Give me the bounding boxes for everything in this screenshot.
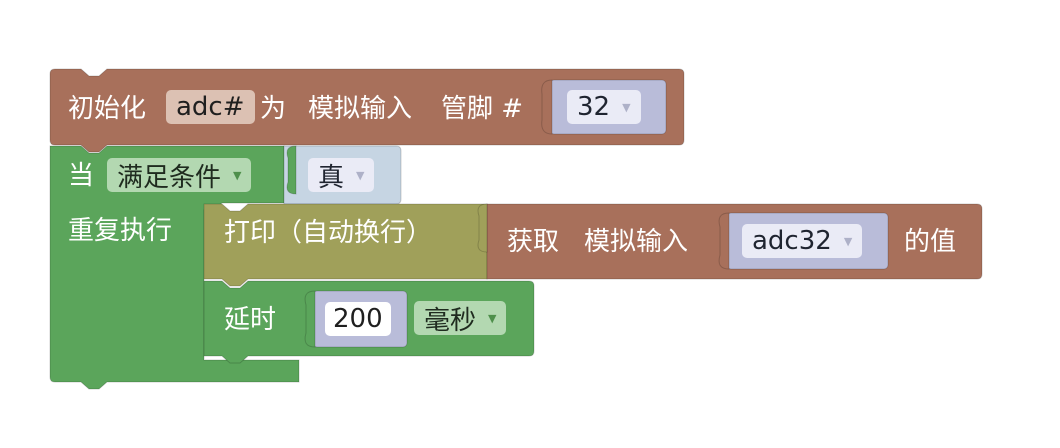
chevron-down-icon: ▼	[233, 168, 242, 182]
delay-label: 延时	[224, 305, 277, 335]
chevron-down-icon: ▼	[843, 234, 853, 248]
condition-socket-notch	[286, 145, 297, 195]
variable-dropdown[interactable]: adc32 ▼	[742, 224, 863, 258]
delay-value-input[interactable]: 200	[325, 302, 391, 336]
repeat-label: 重复执行	[68, 216, 173, 246]
num-socket-notch	[304, 290, 316, 348]
init-var-text: adc#	[176, 92, 245, 122]
delay-value-text: 200	[333, 304, 383, 334]
pin-socket-notch	[541, 79, 553, 135]
print-label: 打印（自动换行）	[224, 218, 433, 248]
chevron-down-icon: ▼	[356, 168, 365, 182]
var-socket-notch	[718, 212, 730, 270]
chevron-down-icon: ▼	[488, 311, 497, 325]
init-pin-label: 管脚 #	[441, 94, 524, 124]
while-when-label: 当	[68, 161, 95, 191]
pin-dropdown[interactable]: 32 ▼	[567, 90, 641, 124]
true-dropdown[interactable]: 真 ▼	[308, 158, 375, 193]
true-dropdown-value: 真	[318, 162, 345, 193]
condition-dropdown[interactable]: 满足条件 ▼	[107, 158, 252, 193]
init-block-body[interactable]	[49, 68, 685, 153]
variable-dropdown-value: adc32	[752, 226, 832, 256]
condition-dropdown-value: 满足条件	[117, 162, 222, 193]
time-unit-value: 毫秒	[424, 305, 477, 336]
init-as-label: 为	[260, 94, 287, 124]
pin-dropdown-value: 32	[577, 92, 611, 122]
init-label: 初始化	[68, 94, 147, 124]
init-mode-label: 模拟输入	[308, 94, 413, 124]
read-get-label: 获取	[507, 227, 560, 257]
chevron-down-icon: ▼	[622, 100, 631, 114]
print-socket-notch	[477, 203, 488, 253]
while-block-body[interactable]	[49, 145, 300, 390]
init-var-field[interactable]: adc#	[166, 90, 255, 124]
time-unit-dropdown[interactable]: 毫秒 ▼	[414, 301, 507, 336]
read-value-label: 的值	[904, 227, 957, 257]
read-mode-label: 模拟输入	[584, 227, 689, 257]
